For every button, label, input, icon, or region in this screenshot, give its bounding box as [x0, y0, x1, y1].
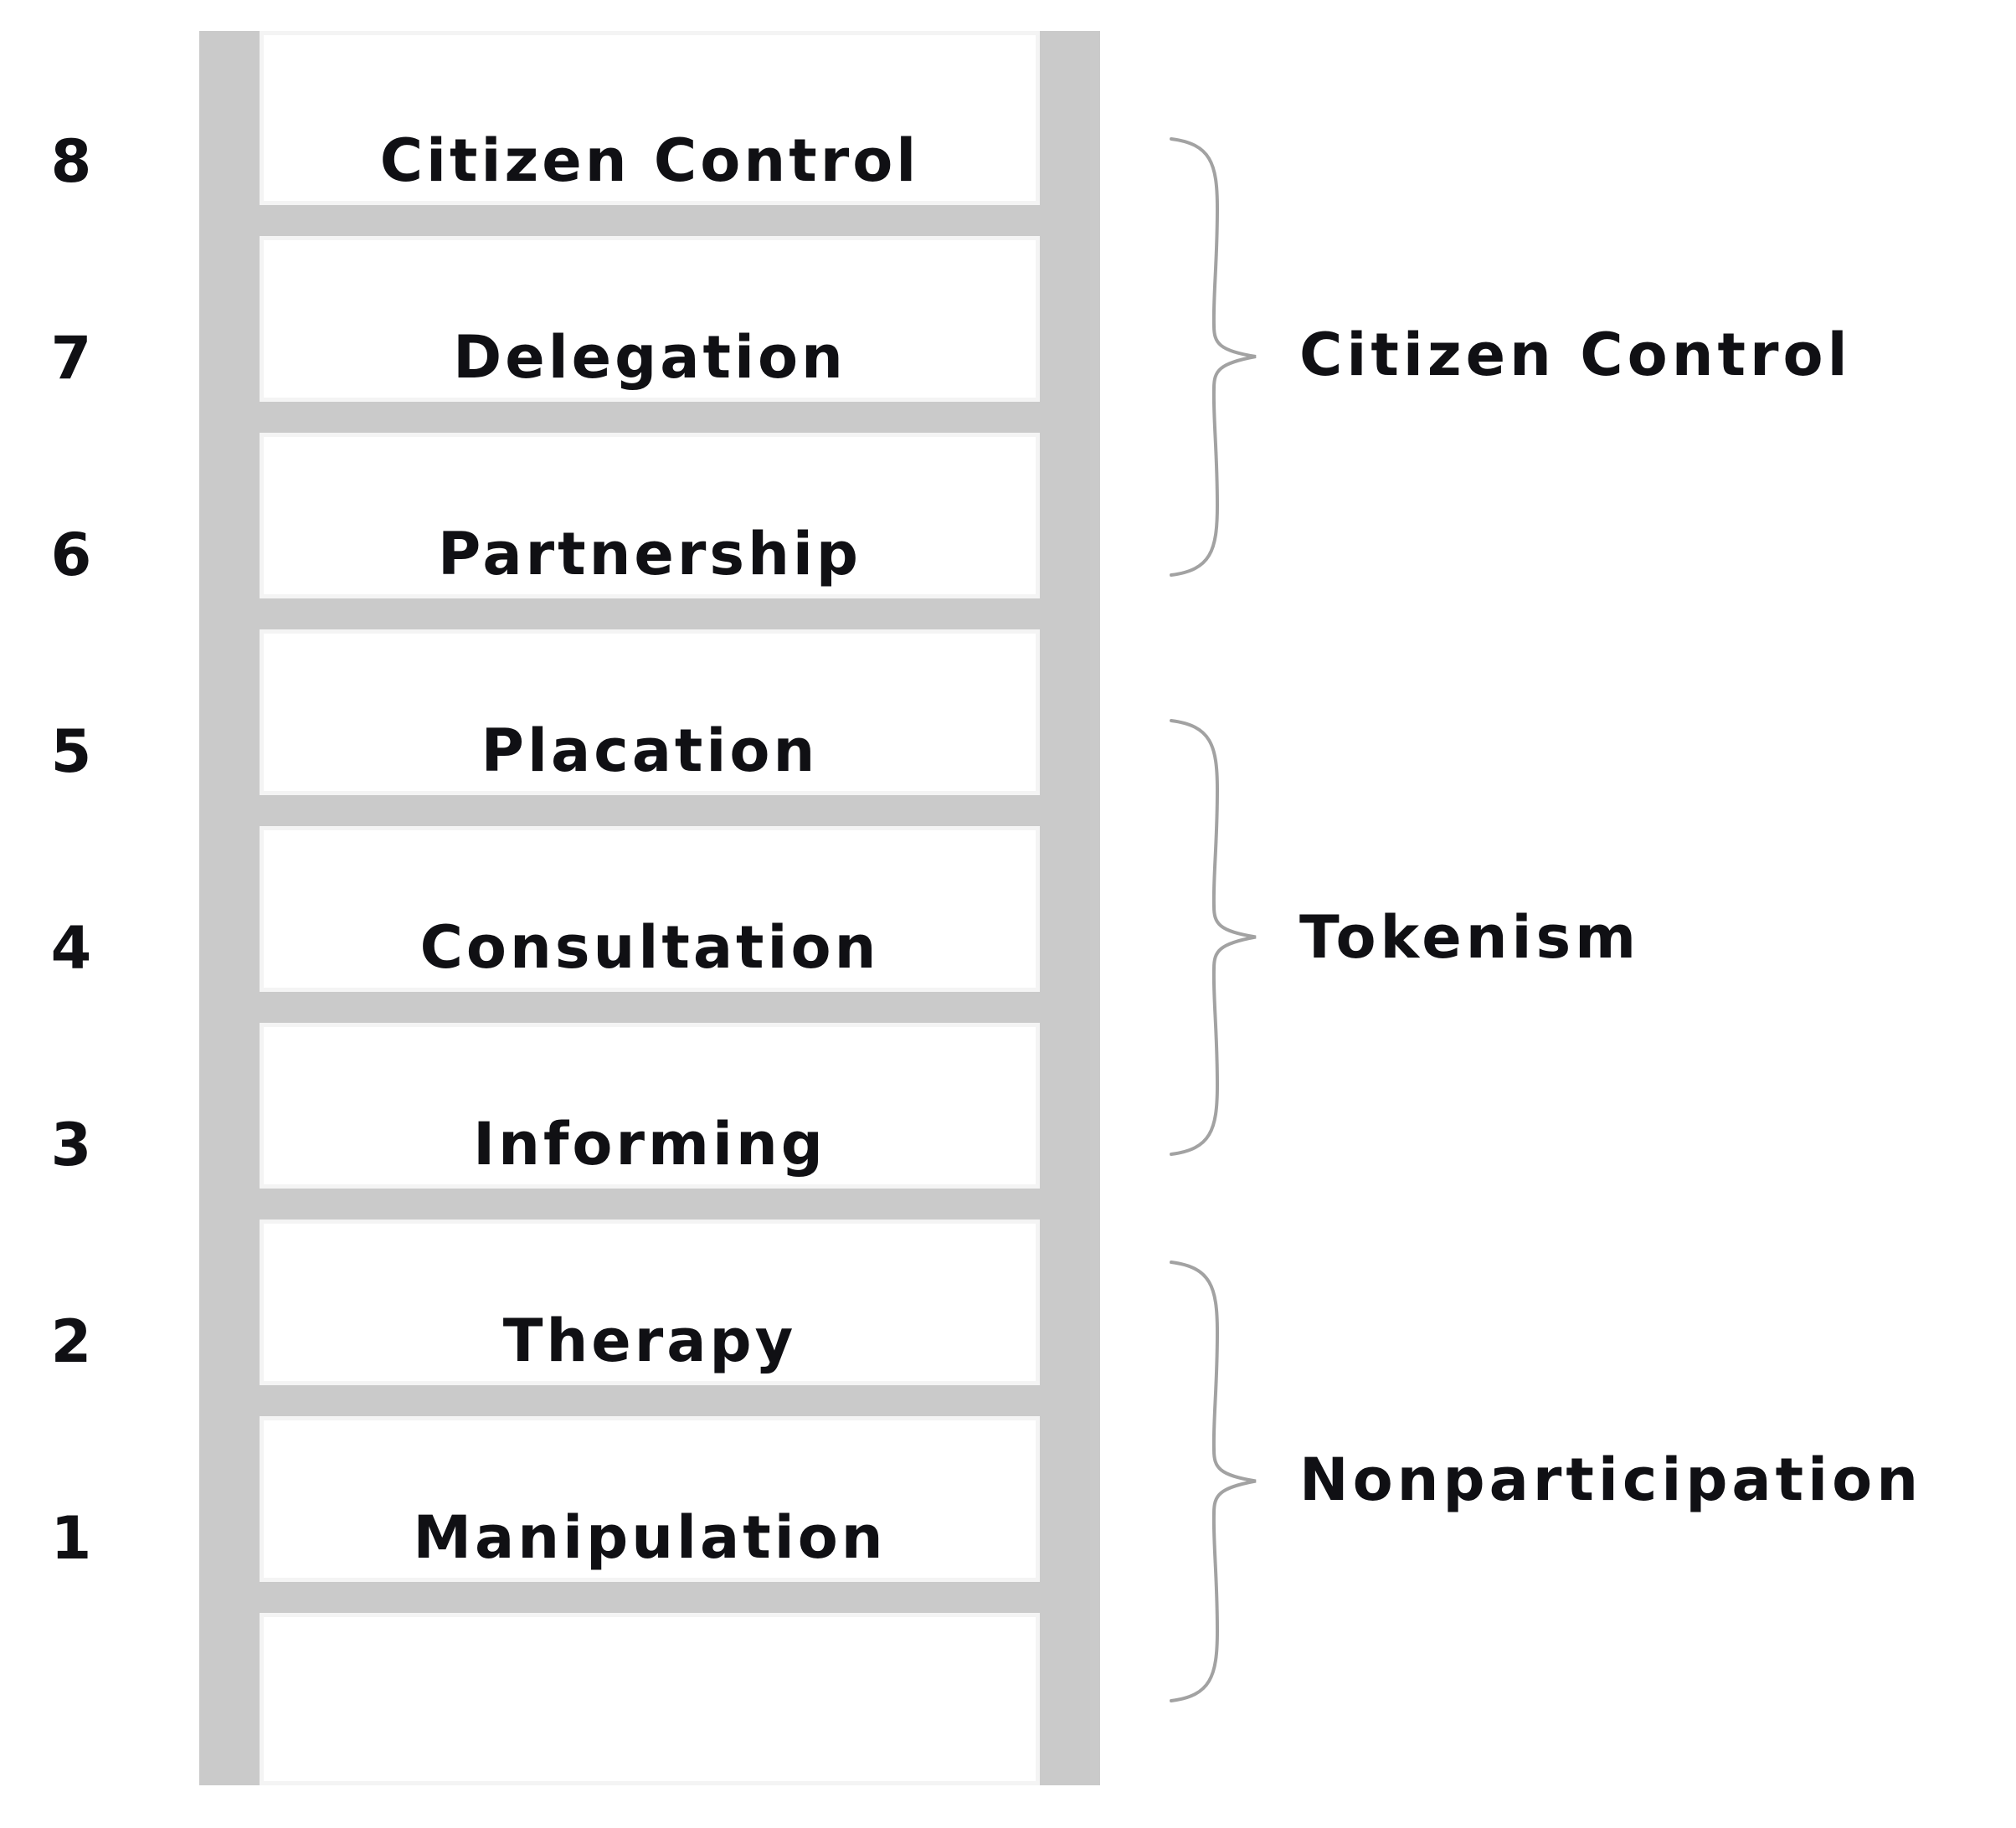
step-number-3: 3	[50, 1111, 92, 1179]
step-number-8: 8	[50, 127, 92, 196]
ladder-step-6: Partnership	[260, 433, 1040, 598]
ladder-step-2: Therapy	[260, 1220, 1040, 1385]
ladder-rung-divider	[260, 1189, 1040, 1220]
ladder-step-label: Informing	[473, 1110, 826, 1178]
step-number-2: 2	[50, 1307, 92, 1376]
group-label-nonparticipation: Nonparticipation	[1299, 1445, 1923, 1514]
ladder-step-5: Placation	[260, 629, 1040, 795]
group-label-tokenism: Tokenism	[1299, 903, 1641, 972]
ladder-rung-divider	[260, 205, 1040, 236]
ladder-rung-divider	[260, 1582, 1040, 1613]
step-number-4: 4	[50, 914, 92, 983]
ladder-step-label: Therapy	[502, 1307, 797, 1375]
group-label-citizen-control: Citizen Control	[1299, 321, 1852, 389]
ladder-step-empty	[260, 1613, 1040, 1785]
step-number-7: 7	[50, 324, 92, 393]
ladder-step-label: Consultation	[419, 913, 880, 982]
ladder-step-label: Delegation	[453, 323, 846, 392]
step-number-6: 6	[50, 521, 92, 589]
ladder-step-4: Consultation	[260, 826, 1040, 992]
ladder-step-7: Delegation	[260, 236, 1040, 402]
step-number-5: 5	[50, 717, 92, 786]
ladder-step-label: Manipulation	[413, 1503, 887, 1572]
curly-brace-icon-citizen-control	[1170, 137, 1257, 577]
ladder-step-label: Partnership	[437, 520, 862, 588]
ladder-rail-right	[1040, 31, 1100, 1785]
ladder-step-label: Placation	[481, 716, 819, 785]
ladder-rung-divider	[260, 992, 1040, 1023]
ladder-step-label: Citizen Control	[379, 126, 920, 195]
ladder-rail-left	[199, 31, 260, 1785]
ladder-step-3: Informing	[260, 1023, 1040, 1189]
ladder-rung-divider	[260, 598, 1040, 629]
step-number-1: 1	[50, 1504, 92, 1573]
ladder-rung-divider	[260, 1385, 1040, 1416]
ladder-step-8: Citizen Control	[260, 31, 1040, 205]
curly-brace-icon-nonparticipation	[1170, 1261, 1257, 1702]
curly-brace-icon-tokenism	[1170, 718, 1257, 1157]
ladder-rung-divider	[260, 795, 1040, 826]
ladder-rung-divider	[260, 402, 1040, 433]
ladder-step-1: Manipulation	[260, 1416, 1040, 1582]
